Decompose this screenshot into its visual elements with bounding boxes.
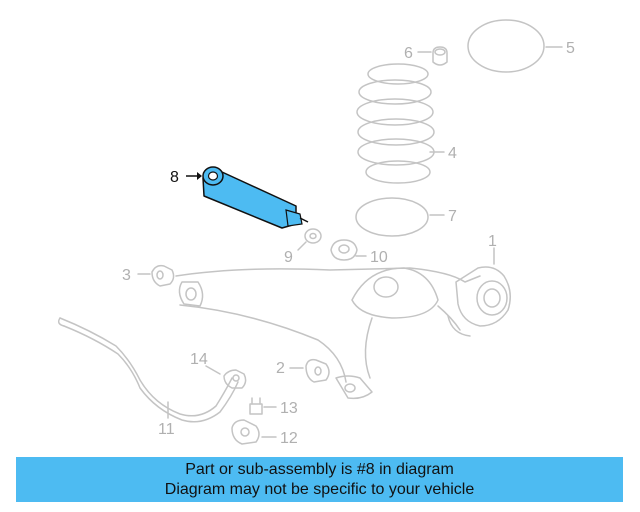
part-14-link bbox=[205, 365, 247, 389]
part-9-washer bbox=[297, 228, 322, 251]
callout-label-9: 9 bbox=[284, 249, 293, 266]
callout-label-10: 10 bbox=[370, 249, 388, 266]
part-1-control-arm bbox=[175, 247, 511, 400]
part-4-coil-spring bbox=[356, 63, 445, 184]
callout-label-11: 11 bbox=[158, 421, 175, 438]
callout-label-1: 1 bbox=[488, 233, 497, 250]
banner-line-part: Part or sub-assembly is #8 in diagram bbox=[185, 460, 454, 478]
part-10-bushing bbox=[330, 239, 367, 261]
part-7-spring-pad bbox=[355, 197, 445, 237]
part-13-nut bbox=[249, 397, 277, 415]
callout-label-13: 13 bbox=[280, 400, 298, 417]
banner-line-disclaimer: Diagram may not be specific to your vehi… bbox=[164, 480, 475, 498]
part-2-bushing bbox=[289, 358, 330, 383]
callout-label-8[interactable]: 8 bbox=[170, 169, 179, 186]
callout-label-6: 6 bbox=[404, 45, 413, 62]
callout-label-3: 3 bbox=[122, 267, 131, 284]
callout-label-5: 5 bbox=[566, 40, 575, 57]
part-6-bump-stop bbox=[417, 46, 448, 66]
part-8-shock-absorber[interactable] bbox=[186, 166, 309, 229]
callout-label-4: 4 bbox=[448, 145, 457, 162]
part-3-bushing bbox=[137, 264, 175, 287]
callout-label-12: 12 bbox=[280, 430, 298, 447]
info-banner: Part or sub-assembly is #8 in diagram Di… bbox=[16, 457, 623, 502]
callout-label-7: 7 bbox=[448, 208, 457, 225]
callout-label-14: 14 bbox=[190, 351, 208, 368]
part-5-ring bbox=[467, 19, 563, 73]
part-12-link-end bbox=[231, 419, 277, 445]
callout-label-2: 2 bbox=[276, 360, 285, 377]
part-11-stabilizer-bar bbox=[57, 317, 239, 423]
